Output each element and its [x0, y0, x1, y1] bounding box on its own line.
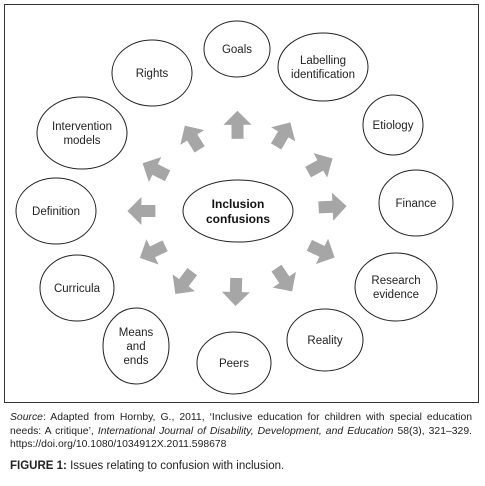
arrow-to-research-icon [306, 238, 335, 264]
node-labelling: Labelling identification [277, 32, 369, 102]
node-peers-label: Peers [219, 358, 249, 370]
node-research-label: evidence [373, 289, 419, 301]
node-curricula: Curricula [39, 254, 115, 322]
node-etiology-label: Etiology [373, 120, 414, 132]
node-etiology: Etiology [362, 94, 424, 156]
source-text-1: : Adapted from Hornby, G., 2011, ‘Inclus… [10, 412, 472, 437]
arrow-to-intervention-icon [142, 156, 171, 183]
node-reality: Reality [286, 308, 364, 372]
node-intervention: Intervention models [36, 96, 128, 170]
arrow-to-etiology-icon [305, 153, 333, 178]
figure-label: FIGURE 1: [10, 460, 67, 472]
node-finance-label: Finance [396, 198, 437, 210]
node-rights-label: Rights [136, 68, 169, 80]
node-finance: Finance [378, 169, 454, 237]
node-reality-label: Reality [307, 335, 342, 347]
node-peers: Peers [196, 331, 272, 395]
arrow-to-means-icon [172, 268, 198, 294]
node-means-label: ends [124, 355, 149, 367]
node-rights: Rights [111, 39, 193, 107]
node-definition-label: Definition [32, 206, 80, 218]
node-intervention-label: models [63, 135, 100, 147]
node-labelling-label: Labelling [300, 55, 346, 67]
node-research: Research evidence [354, 252, 438, 322]
arrow-to-definition-icon [127, 197, 156, 225]
arrow-to-labelling-icon [270, 122, 296, 150]
figure-title: FIGURE 1: Issues relating to confusion w… [10, 460, 284, 472]
figure-source-caption: Source: Adapted from Hornby, G., 2011, ‘… [10, 411, 472, 452]
arrow-to-goals-icon [223, 110, 252, 139]
figure-title-text: Issues relating to confusion with inclus… [66, 460, 285, 472]
node-labelling-label: identification [291, 69, 355, 81]
node-goals-label: Goals [222, 44, 252, 56]
node-intervention-label: Intervention [52, 121, 112, 133]
arrows-group [127, 110, 347, 306]
arrow-to-reality-icon [271, 264, 296, 292]
arrow-to-curricula-icon [139, 239, 168, 265]
node-means-label: Means [119, 327, 154, 339]
center-label-line1: Inclusion [212, 197, 265, 211]
arrow-to-finance-icon [318, 192, 347, 221]
source-journal: International Journal of Disability, Dev… [97, 425, 394, 437]
source-label: Source [10, 412, 43, 423]
arrow-to-peers-icon [221, 277, 250, 306]
node-definition: Definition [15, 177, 97, 245]
node-curricula-label: Curricula [54, 283, 101, 295]
center-label-line2: confusions [206, 212, 270, 226]
source-text-2: 58(3), 321–329. https://doi.org/10.1080/… [10, 425, 472, 451]
arrow-to-rights-icon [180, 125, 205, 153]
node-research-label: Research [371, 275, 420, 287]
node-means: Means and ends [102, 307, 170, 385]
node-goals: Goals [203, 20, 271, 78]
node-means-label: and [126, 341, 145, 353]
